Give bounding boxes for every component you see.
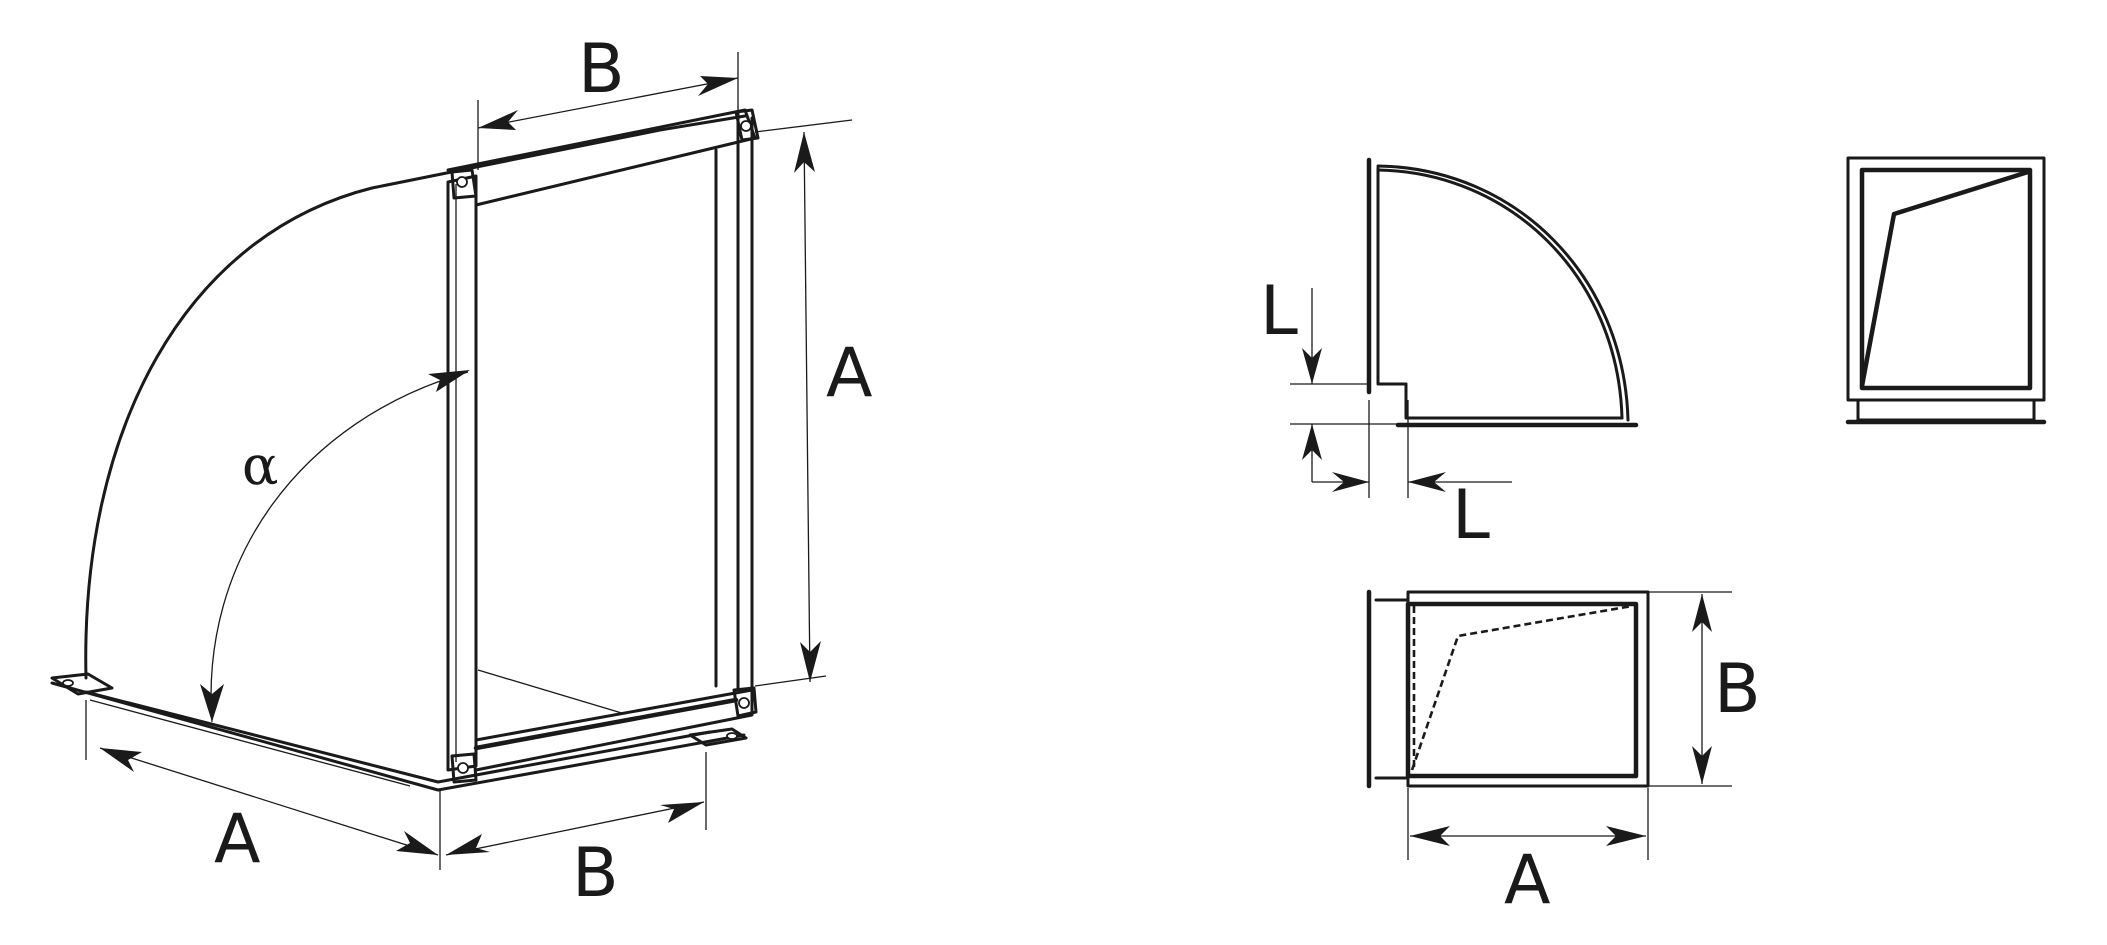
label-a-plan: A bbox=[1504, 841, 1551, 920]
perspective-view: B A α A B bbox=[50, 30, 873, 913]
arrowhead bbox=[1692, 594, 1712, 632]
side-outer-arc bbox=[1376, 168, 1624, 420]
arrowhead bbox=[478, 110, 518, 130]
elbow-top-edge bbox=[370, 114, 747, 190]
inner-floor-line bbox=[477, 669, 626, 715]
arrowhead bbox=[200, 684, 224, 722]
arrowhead bbox=[396, 831, 438, 855]
flange-hole bbox=[62, 679, 74, 687]
front-flange-frame bbox=[446, 174, 478, 772]
label-alpha: α bbox=[242, 434, 278, 497]
dim-extension bbox=[754, 675, 827, 687]
dim-line-b-top bbox=[477, 77, 739, 129]
arrowhead bbox=[1606, 826, 1646, 846]
dim-line-b-bottom bbox=[445, 801, 705, 856]
arrowhead bbox=[660, 802, 704, 823]
corner-tab bbox=[732, 686, 758, 718]
side-outer-arc-2 bbox=[1376, 164, 1630, 422]
front-inner-frame bbox=[1859, 167, 2033, 391]
elbow-base-edge-inner bbox=[84, 690, 712, 784]
label-l-vertical: L bbox=[1260, 272, 1298, 351]
corner-tab bbox=[450, 752, 478, 784]
arrowhead bbox=[800, 641, 821, 682]
plan-flange-strip bbox=[1374, 598, 1410, 780]
angle-arc bbox=[210, 371, 469, 723]
arrowhead bbox=[446, 834, 490, 855]
base-flange-tab-left bbox=[50, 672, 114, 696]
arrowhead bbox=[1332, 472, 1369, 492]
plan-inner-frame bbox=[1405, 601, 1639, 779]
plan-view: B A bbox=[1366, 589, 1761, 920]
arrowhead bbox=[1410, 826, 1450, 846]
bottom-flange-bar bbox=[473, 697, 739, 751]
arrowhead bbox=[1302, 348, 1322, 384]
elbow-base-seam bbox=[89, 699, 411, 787]
side-view: L L bbox=[1260, 157, 1639, 555]
side-wall-horizontal bbox=[1404, 382, 1624, 420]
dim-extension bbox=[754, 119, 853, 133]
arrowhead bbox=[428, 370, 470, 392]
base-flange-tab-right bbox=[688, 727, 748, 747]
elbow-outer-curve bbox=[84, 186, 374, 680]
plan-outer-frame bbox=[1406, 590, 1650, 788]
bottom-flange-outline bbox=[474, 688, 754, 772]
side-wall-vertical bbox=[1376, 166, 1408, 386]
arrowhead bbox=[1408, 472, 1446, 492]
dim-line-a-bottom bbox=[99, 747, 439, 856]
front-view bbox=[1845, 156, 2047, 425]
arrowhead bbox=[698, 76, 738, 96]
dim-line-a-right bbox=[803, 131, 811, 683]
label-a-right: A bbox=[826, 334, 873, 413]
front-base-flange bbox=[1856, 398, 2036, 422]
corner-tab bbox=[450, 168, 478, 200]
label-b-top: B bbox=[578, 30, 625, 109]
flange-bolt-hole bbox=[738, 697, 750, 709]
label-a-bottom: A bbox=[214, 800, 261, 879]
arrowhead bbox=[1692, 746, 1712, 784]
plan-hidden-line bbox=[1410, 604, 1633, 771]
flange-bolt-hole bbox=[456, 176, 468, 188]
corner-tab bbox=[734, 108, 760, 142]
elbow-base-edge bbox=[50, 681, 746, 792]
arrowhead bbox=[100, 748, 142, 772]
right-flange-frame bbox=[714, 112, 754, 692]
arrowhead bbox=[794, 132, 815, 173]
flange-bolt-hole bbox=[457, 762, 469, 774]
flange-bolt-hole bbox=[740, 120, 752, 132]
front-diagonal-line bbox=[1859, 169, 2031, 389]
label-b-plan: B bbox=[1714, 650, 1761, 729]
label-b-bottom: B bbox=[572, 834, 619, 913]
label-l-horizontal: L bbox=[1452, 476, 1490, 555]
arrowhead bbox=[1302, 424, 1322, 460]
front-outer-frame bbox=[1846, 156, 2046, 402]
flange-hole bbox=[726, 732, 738, 740]
